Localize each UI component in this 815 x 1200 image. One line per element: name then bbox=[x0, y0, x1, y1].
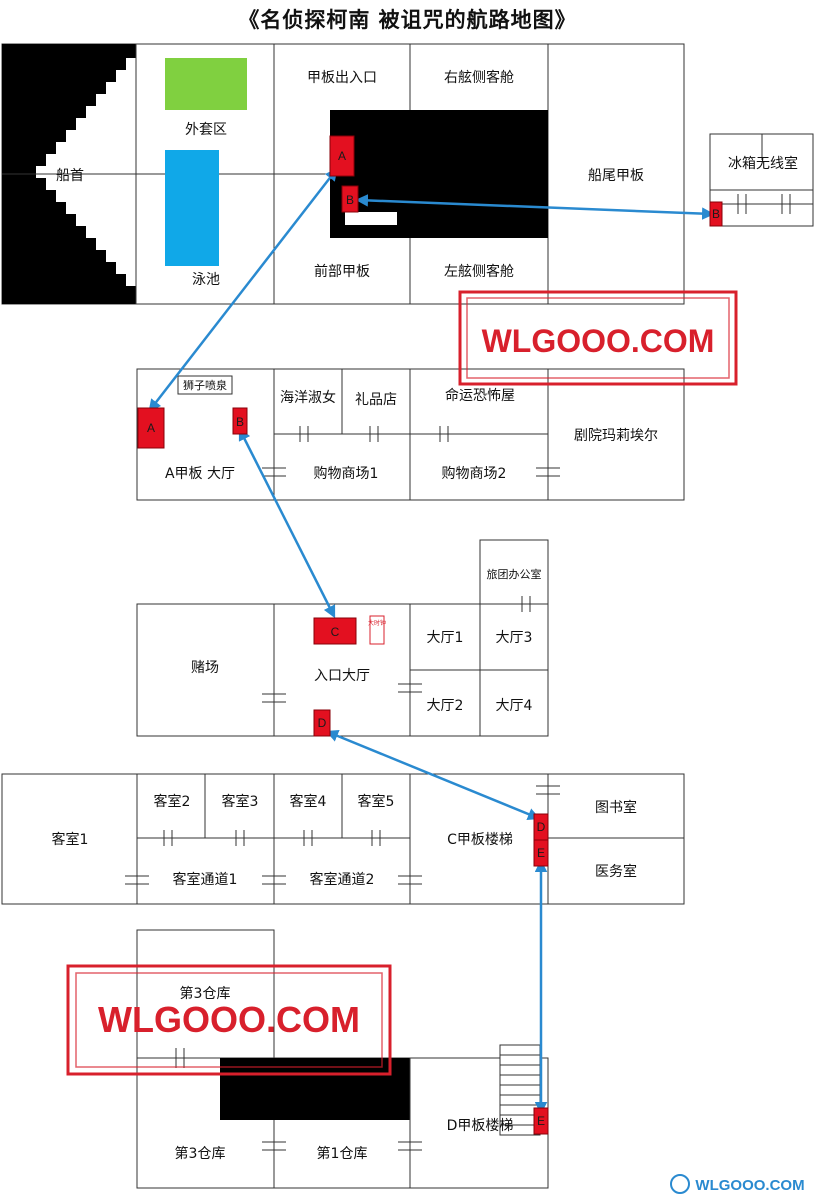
label-infirmary: 医务室 bbox=[595, 863, 637, 880]
label-warehouse1: 第1仓库 bbox=[317, 1145, 368, 1162]
marker-c bbox=[313, 617, 357, 645]
label-pool: 泳池 bbox=[192, 272, 220, 288]
site-logo-text: WLGOOO.COM bbox=[695, 1177, 804, 1194]
label-mall2: 购物商场2 bbox=[442, 466, 507, 482]
marker-a-top bbox=[329, 135, 355, 177]
marker-a-top-label: A bbox=[338, 149, 346, 163]
label-library: 图书室 bbox=[595, 799, 637, 816]
fridge-radio-room: 冰箱无线室 bbox=[709, 133, 814, 227]
coat-area-block bbox=[165, 58, 247, 110]
marker-a-deck bbox=[137, 407, 165, 449]
label-hall1: 大厅1 bbox=[427, 630, 464, 646]
marker-b-fridge-label: B bbox=[712, 207, 720, 221]
route-a-top-to-a-deck bbox=[148, 168, 338, 412]
clock-sign-box bbox=[369, 615, 385, 645]
b-deck-doors bbox=[262, 596, 531, 703]
label-hall2: 大厅2 bbox=[427, 698, 464, 714]
tour-office-box bbox=[479, 539, 549, 605]
black-block-d bbox=[220, 1058, 410, 1120]
watermark-1-text: WLGOOO.COM bbox=[482, 323, 715, 359]
route-b-to-fridge-room bbox=[355, 194, 715, 220]
label-starboard-cabin: 右舷侧客舱 bbox=[444, 69, 514, 86]
white-strip bbox=[345, 212, 397, 225]
label-c-stairs: C甲板楼梯 bbox=[447, 832, 513, 848]
marker-b-fridge bbox=[709, 201, 723, 227]
d-stairs-graphic bbox=[499, 1044, 541, 1136]
label-theater: 剧院玛莉埃尔 bbox=[574, 428, 658, 444]
label-corridor2: 客室通道2 bbox=[310, 871, 375, 888]
watermark-1: WLGOOO.COM bbox=[458, 290, 738, 386]
marker-d-b-deck-label: D bbox=[318, 716, 327, 730]
label-stern-deck: 船尾甲板 bbox=[588, 168, 644, 184]
label-hall4: 大厅4 bbox=[496, 698, 533, 714]
label-casino: 赌场 bbox=[191, 660, 219, 676]
marker-e-c-deck bbox=[533, 839, 549, 867]
marker-e-d-deck-label: E bbox=[537, 1114, 545, 1128]
label-warehouse3-top: 第3仓库 bbox=[180, 985, 231, 1002]
d-deck-doors bbox=[175, 1048, 422, 1151]
label-room1: 客室1 bbox=[52, 831, 89, 848]
label-mermaid: 海洋淑女 bbox=[280, 389, 336, 406]
label-tour-office: 旅团办公室 bbox=[487, 567, 542, 581]
label-fridge-radio-room: 冰箱无线室 bbox=[728, 155, 798, 172]
label-clock-sign: 大时钟 bbox=[368, 619, 386, 627]
marker-c-label: C bbox=[331, 625, 340, 639]
a-deck: 狮子喷泉 海洋淑女 礼品店 命运恐怖屋 剧院玛莉埃尔 A甲板 大厅 购物商场1 … bbox=[136, 368, 685, 501]
marker-b-top-label: B bbox=[346, 193, 354, 207]
c-deck-doors bbox=[125, 785, 560, 885]
marker-b-deck bbox=[232, 407, 248, 435]
marker-b-top bbox=[341, 185, 359, 213]
label-front-deck: 前部甲板 bbox=[314, 263, 370, 280]
watermark-2: WLGOOO.COM bbox=[66, 964, 392, 1076]
label-room5: 客室5 bbox=[358, 793, 395, 810]
label-deck-entrance: 甲板出入口 bbox=[307, 70, 377, 86]
label-d-stairs: D甲板楼梯 bbox=[447, 1118, 514, 1134]
map-title: 《名侦探柯南 被诅咒的航路地图》 bbox=[238, 8, 577, 32]
marker-d-c-deck-label: D bbox=[537, 820, 546, 834]
label-entrance-hall: 入口大厅 bbox=[314, 668, 370, 684]
marker-b-deck-label: B bbox=[236, 415, 244, 429]
routes bbox=[148, 168, 715, 1115]
label-coat-area: 外套区 bbox=[185, 122, 227, 138]
pool-block bbox=[165, 150, 219, 266]
label-port-cabin: 左舷侧客舱 bbox=[444, 263, 514, 280]
markers: A B B A B C D D E E bbox=[137, 135, 723, 1135]
label-gift-shop: 礼品店 bbox=[355, 392, 397, 408]
d-deck: 第3仓库 第3仓库 第1仓库 D甲板楼梯 bbox=[136, 929, 549, 1189]
site-logo: WLGOOO.COM bbox=[670, 1174, 805, 1194]
marker-d-b-deck bbox=[313, 709, 331, 737]
route-d-to-d bbox=[325, 730, 541, 820]
marker-a-deck-label: A bbox=[147, 421, 155, 435]
label-bow: 船首 bbox=[56, 168, 84, 184]
label-mall1: 购物商场1 bbox=[314, 466, 379, 482]
marker-e-c-deck-label: E bbox=[537, 846, 545, 860]
watermark-2-text: WLGOOO.COM bbox=[98, 999, 360, 1040]
gamepad-icon bbox=[670, 1174, 690, 1194]
label-lion-fountain: 狮子喷泉 bbox=[183, 378, 227, 392]
label-hall3: 大厅3 bbox=[496, 630, 533, 646]
label-corridor1: 客室通道1 bbox=[173, 871, 238, 888]
c-deck: 客室1 客室2 客室3 客室4 客室5 客室通道1 客室通道2 C甲板楼梯 图书… bbox=[1, 773, 685, 905]
label-warehouse3: 第3仓库 bbox=[175, 1145, 226, 1162]
label-room2: 客室2 bbox=[154, 793, 191, 810]
label-horror-house: 命运恐怖屋 bbox=[445, 387, 515, 404]
bow-shape bbox=[2, 44, 136, 304]
label-room3: 客室3 bbox=[222, 793, 259, 810]
marker-e-d-deck bbox=[533, 1107, 549, 1135]
label-a-deck-hall: A甲板 大厅 bbox=[165, 466, 235, 482]
label-room4: 客室4 bbox=[290, 793, 327, 810]
route-b-to-c bbox=[238, 427, 336, 619]
